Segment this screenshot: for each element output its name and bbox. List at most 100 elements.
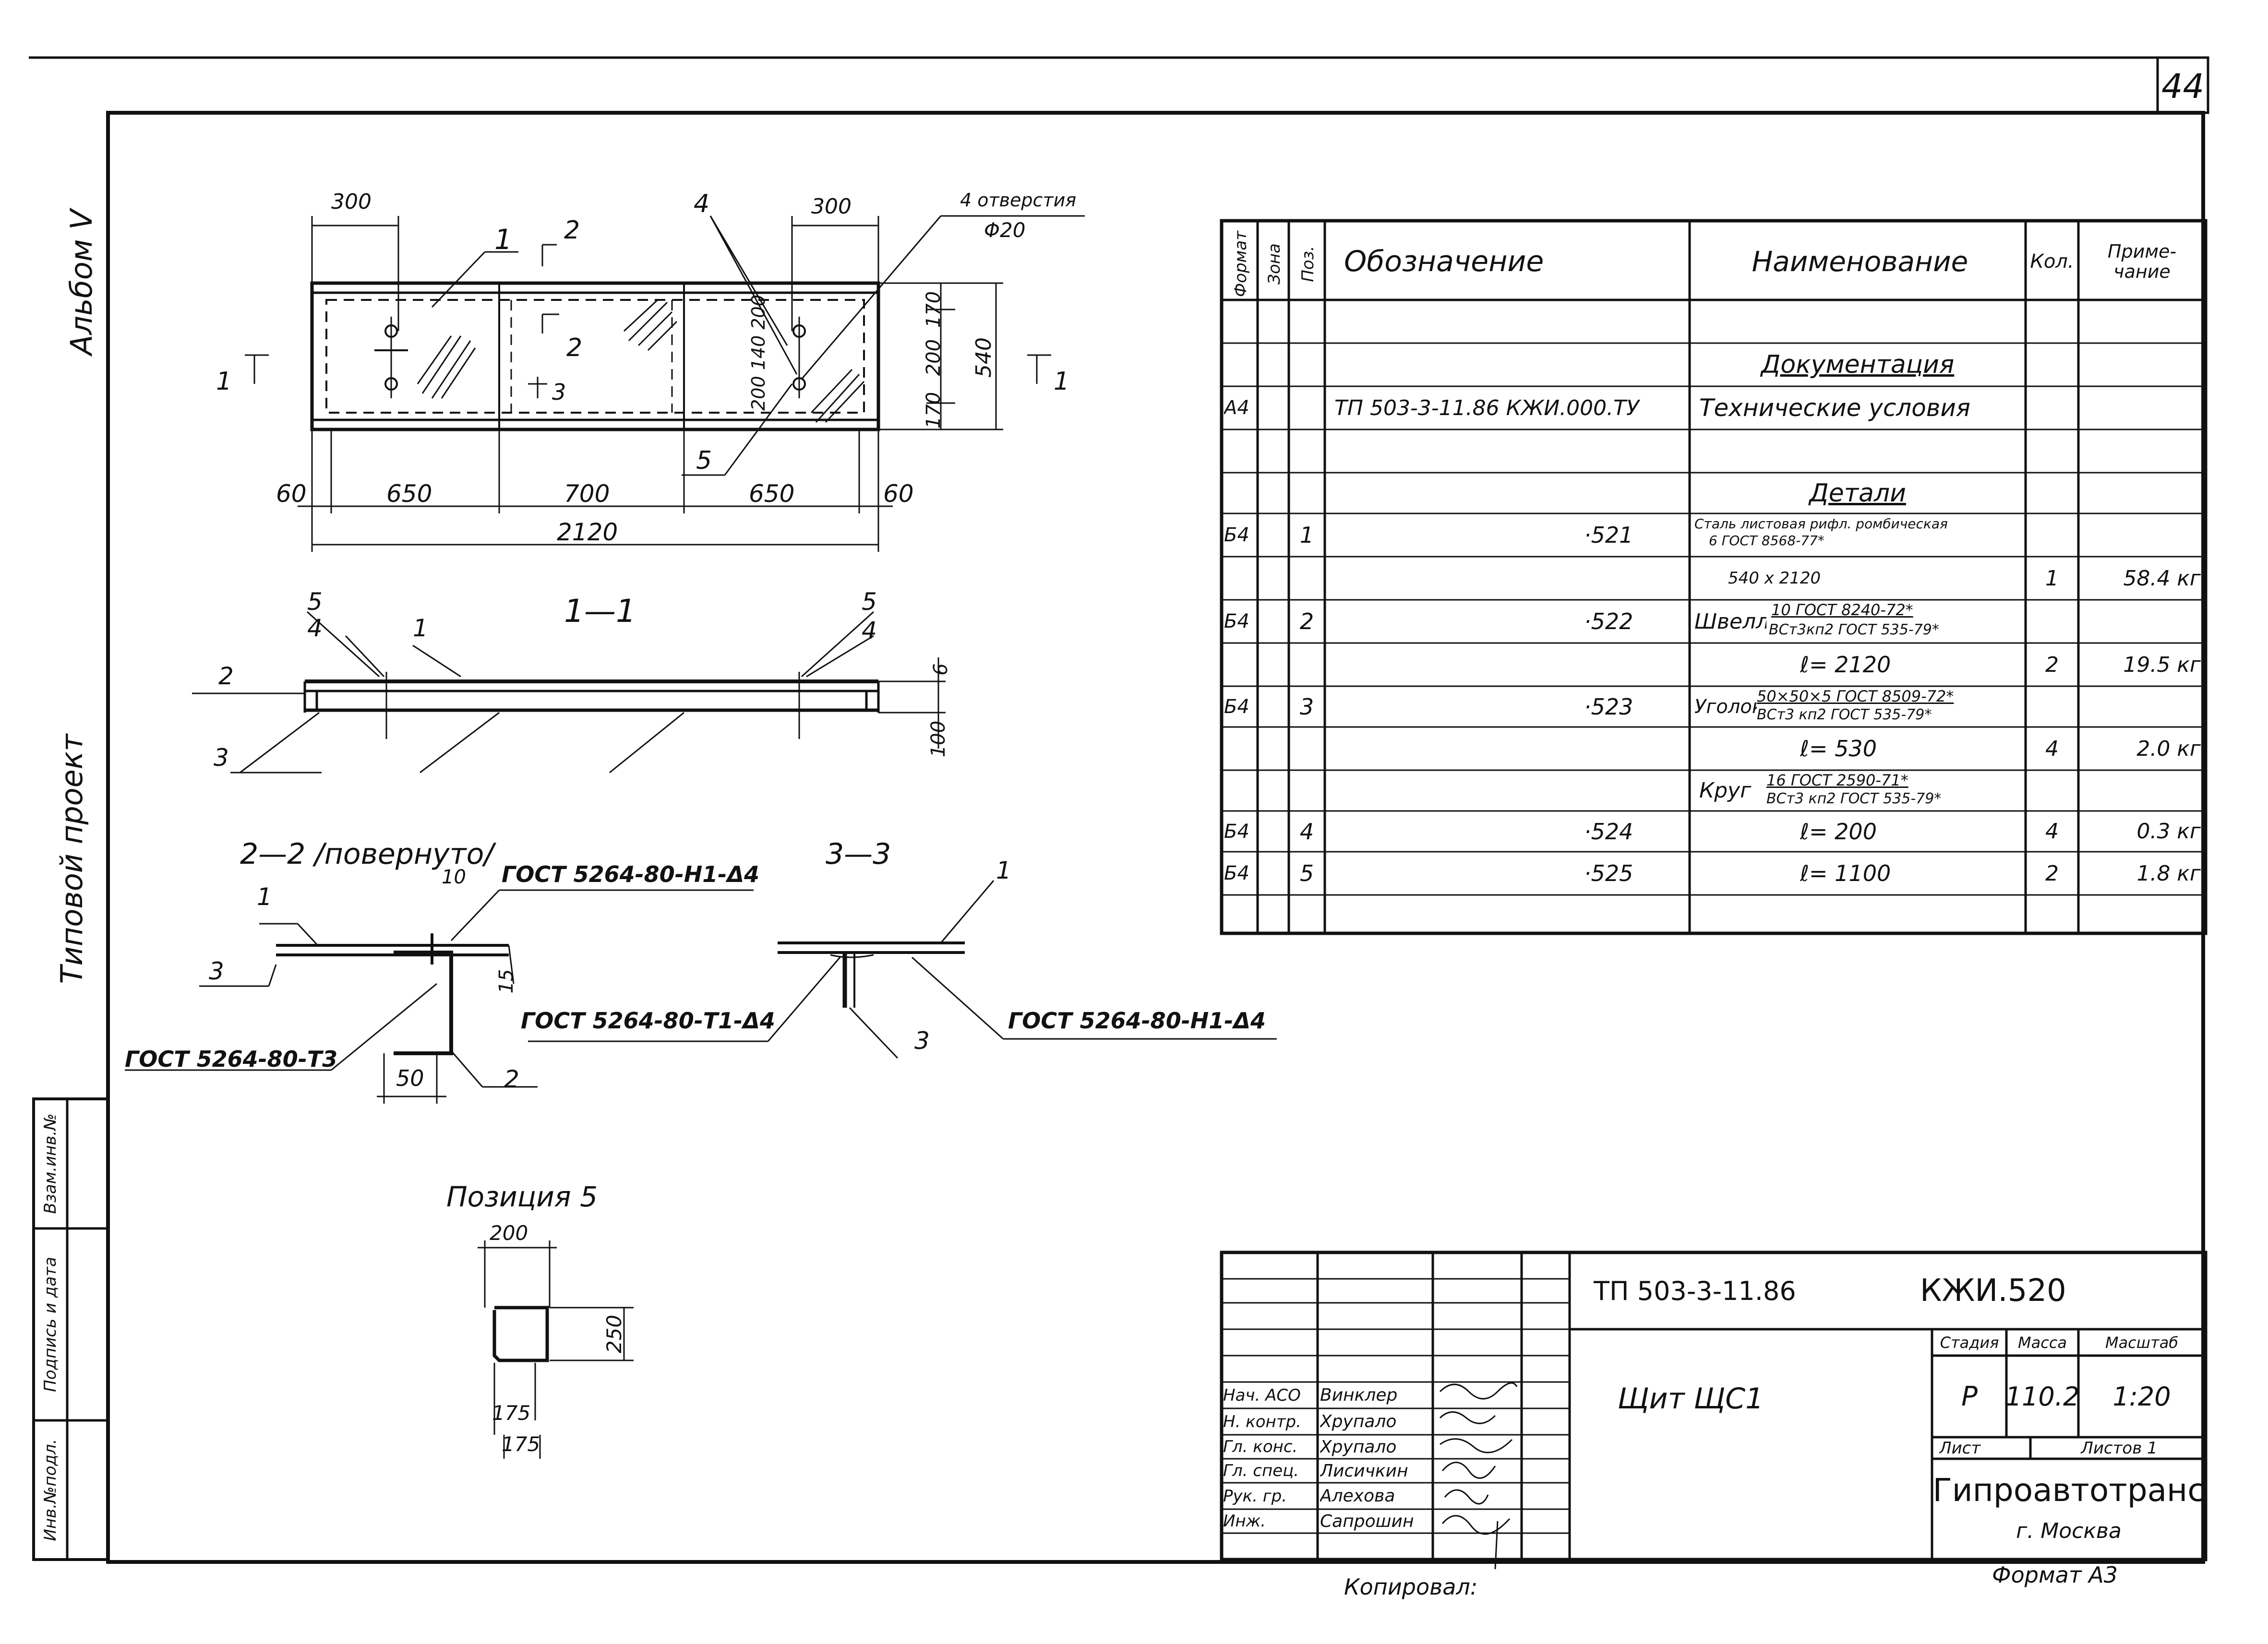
r6-note: 1.8 кг xyxy=(2136,861,2201,886)
pos5-dim-175a: 175 xyxy=(492,1401,531,1425)
r2-name-3: ℓ= 2120 xyxy=(1800,652,1891,678)
r4-name-prefix: Круг xyxy=(1699,778,1752,803)
r2-designation: ·522 xyxy=(1584,608,1633,634)
doc-code-right: КЖИ.520 xyxy=(1920,1273,2066,1309)
position-5-title: Позиция 5 xyxy=(446,1180,598,1213)
section-mark-2-top: 2 xyxy=(564,216,580,245)
r2-name-prefix: Швеллер xyxy=(1694,609,1766,634)
role-5: Рук. гр. xyxy=(1223,1486,1287,1506)
section-mark-2-mid: 2 xyxy=(566,334,583,362)
pos5-dim-250: 250 xyxy=(602,1314,626,1354)
spec-table-grid xyxy=(1220,219,2208,935)
s22-callout-3: 3 xyxy=(209,957,224,985)
r3-name-prefix: Уголок xyxy=(1694,695,1757,718)
name-3: Хрупало xyxy=(1320,1437,1397,1457)
s11-callout-4-left: 4 xyxy=(307,614,323,642)
dim-60-right: 60 xyxy=(883,480,914,508)
s11-callout-3: 3 xyxy=(214,744,229,772)
title-block-grid xyxy=(1220,1251,2208,1570)
r6-format: Б4 xyxy=(1224,862,1249,884)
r6-qty: 2 xyxy=(2045,861,2059,886)
hdr-name: Наименование xyxy=(1752,245,1968,278)
section-2-2-title: 2—2 /повернуто/ xyxy=(240,837,494,871)
hdr-format: Формат xyxy=(1231,231,1250,297)
dim-170-top: 170 xyxy=(923,291,945,328)
r6-pos: 5 xyxy=(1299,860,1314,886)
product-name: Щит ЩС1 xyxy=(1618,1382,1764,1416)
r3-qty: 4 xyxy=(2045,736,2059,761)
dim-170-bot: 170 xyxy=(923,392,945,429)
dim-60-left: 60 xyxy=(276,480,307,508)
s22-dim-10: 10 xyxy=(442,866,466,888)
name-5: Алехова xyxy=(1320,1486,1395,1506)
r4-name-den: ВСт3 кп2 ГОСТ 535-79* xyxy=(1766,790,1942,807)
r1-designation: ·521 xyxy=(1584,522,1633,548)
sheet-number: 44 xyxy=(2161,67,2205,106)
row-docs-format: А4 xyxy=(1224,397,1249,419)
s22-dim-15: 15 xyxy=(495,969,517,994)
s11-callout-2: 2 xyxy=(218,662,234,690)
r1-name-1: Сталь листовая рифл. ромбическая xyxy=(1694,516,1948,532)
hdr-note: Приме- чание xyxy=(2107,241,2177,282)
s33-callout-3: 3 xyxy=(914,1027,930,1055)
format-label: Формат А3 xyxy=(1992,1562,2118,1588)
section-mark-1-right: 1 xyxy=(1054,367,1070,396)
dim-2120: 2120 xyxy=(557,518,618,546)
r1-name-2: 6 ГОСТ 8568-77* xyxy=(1709,533,1824,548)
dim-200-right: 200 xyxy=(923,339,945,376)
mass-label: Масса xyxy=(2017,1334,2067,1352)
s22-callout-2: 2 xyxy=(504,1065,519,1093)
section-docs: Документация xyxy=(1761,350,1955,379)
copied-label: Копировал: xyxy=(1344,1574,1478,1600)
sheets-label: Листов 1 xyxy=(2081,1438,2158,1458)
section-details: Детали xyxy=(1809,478,1906,508)
section-2-2-graphic xyxy=(125,889,754,1104)
holes-dia: Φ20 xyxy=(984,218,1026,242)
scale-label: Масштаб xyxy=(2105,1334,2179,1352)
scale-value: 1:20 xyxy=(2112,1381,2171,1412)
r1-note: 58.4 кг xyxy=(2123,566,2201,591)
r3-note: 2.0 кг xyxy=(2136,736,2201,761)
r1-format: Б4 xyxy=(1224,524,1249,546)
project-label: Типовой проект xyxy=(54,734,89,984)
callout-plan-4: 4 xyxy=(694,190,710,218)
stage-label: Стадия xyxy=(1940,1334,1999,1352)
row-docs-designation: ТП 503-3-11.86 КЖИ.000.ТУ xyxy=(1334,395,1639,420)
name-6: Сапрошин xyxy=(1320,1511,1414,1531)
dim-300-right: 300 xyxy=(811,194,852,219)
r6-designation: ·525 xyxy=(1584,860,1633,886)
s11-callout-1: 1 xyxy=(413,614,428,642)
dim-650-right: 650 xyxy=(749,480,795,508)
sheet-label: Лист xyxy=(1939,1438,1981,1458)
s11-callout-5-right: 5 xyxy=(862,588,877,616)
r2-name-num: 10 ГОСТ 8240-72* xyxy=(1771,601,1913,619)
role-6: Инж. xyxy=(1223,1512,1266,1531)
r3-name-num: 50×50×5 ГОСТ 8509-72* xyxy=(1757,687,1954,705)
album-label: Альбом Ⅴ xyxy=(64,209,99,355)
section-mark-3: 3 xyxy=(552,379,566,405)
s22-callout-1: 1 xyxy=(257,883,272,911)
name-2: Хрупало xyxy=(1320,1412,1397,1431)
pos5-dim-200: 200 xyxy=(490,1221,528,1245)
stamp-podpis-data: Подпись и дата xyxy=(41,1257,60,1392)
s11-callout-4-right: 4 xyxy=(862,617,877,644)
callout-plan-5: 5 xyxy=(696,446,712,475)
r5-pos: 4 xyxy=(1299,818,1314,845)
s11-dim-100: 100 xyxy=(927,720,949,758)
s22-gost-top: ГОСТ 5264-80-Н1-Δ4 xyxy=(502,861,759,887)
section-mark-1-left: 1 xyxy=(216,367,232,396)
dim-700: 700 xyxy=(564,480,610,508)
r5-format: Б4 xyxy=(1224,820,1249,843)
r1-qty: 1 xyxy=(2045,566,2059,591)
s33-gost-right: ГОСТ 5264-80-Н1-Δ4 xyxy=(1008,1008,1266,1034)
dim-200-140-200: 200 140 200 xyxy=(748,295,769,411)
stamp-inv-vzam: Взам.инв.№ xyxy=(41,1113,60,1214)
r2-name-den: ВСт3кп2 ГОСТ 535-79* xyxy=(1769,621,1939,638)
r3-format: Б4 xyxy=(1224,695,1249,718)
role-3: Гл. конс. xyxy=(1223,1437,1298,1456)
section-1-1-title: 1—1 xyxy=(564,593,636,630)
name-4: Лисичкин xyxy=(1320,1461,1408,1481)
r5-note: 0.3 кг xyxy=(2136,819,2201,844)
hdr-pos: Поз. xyxy=(1298,246,1318,282)
